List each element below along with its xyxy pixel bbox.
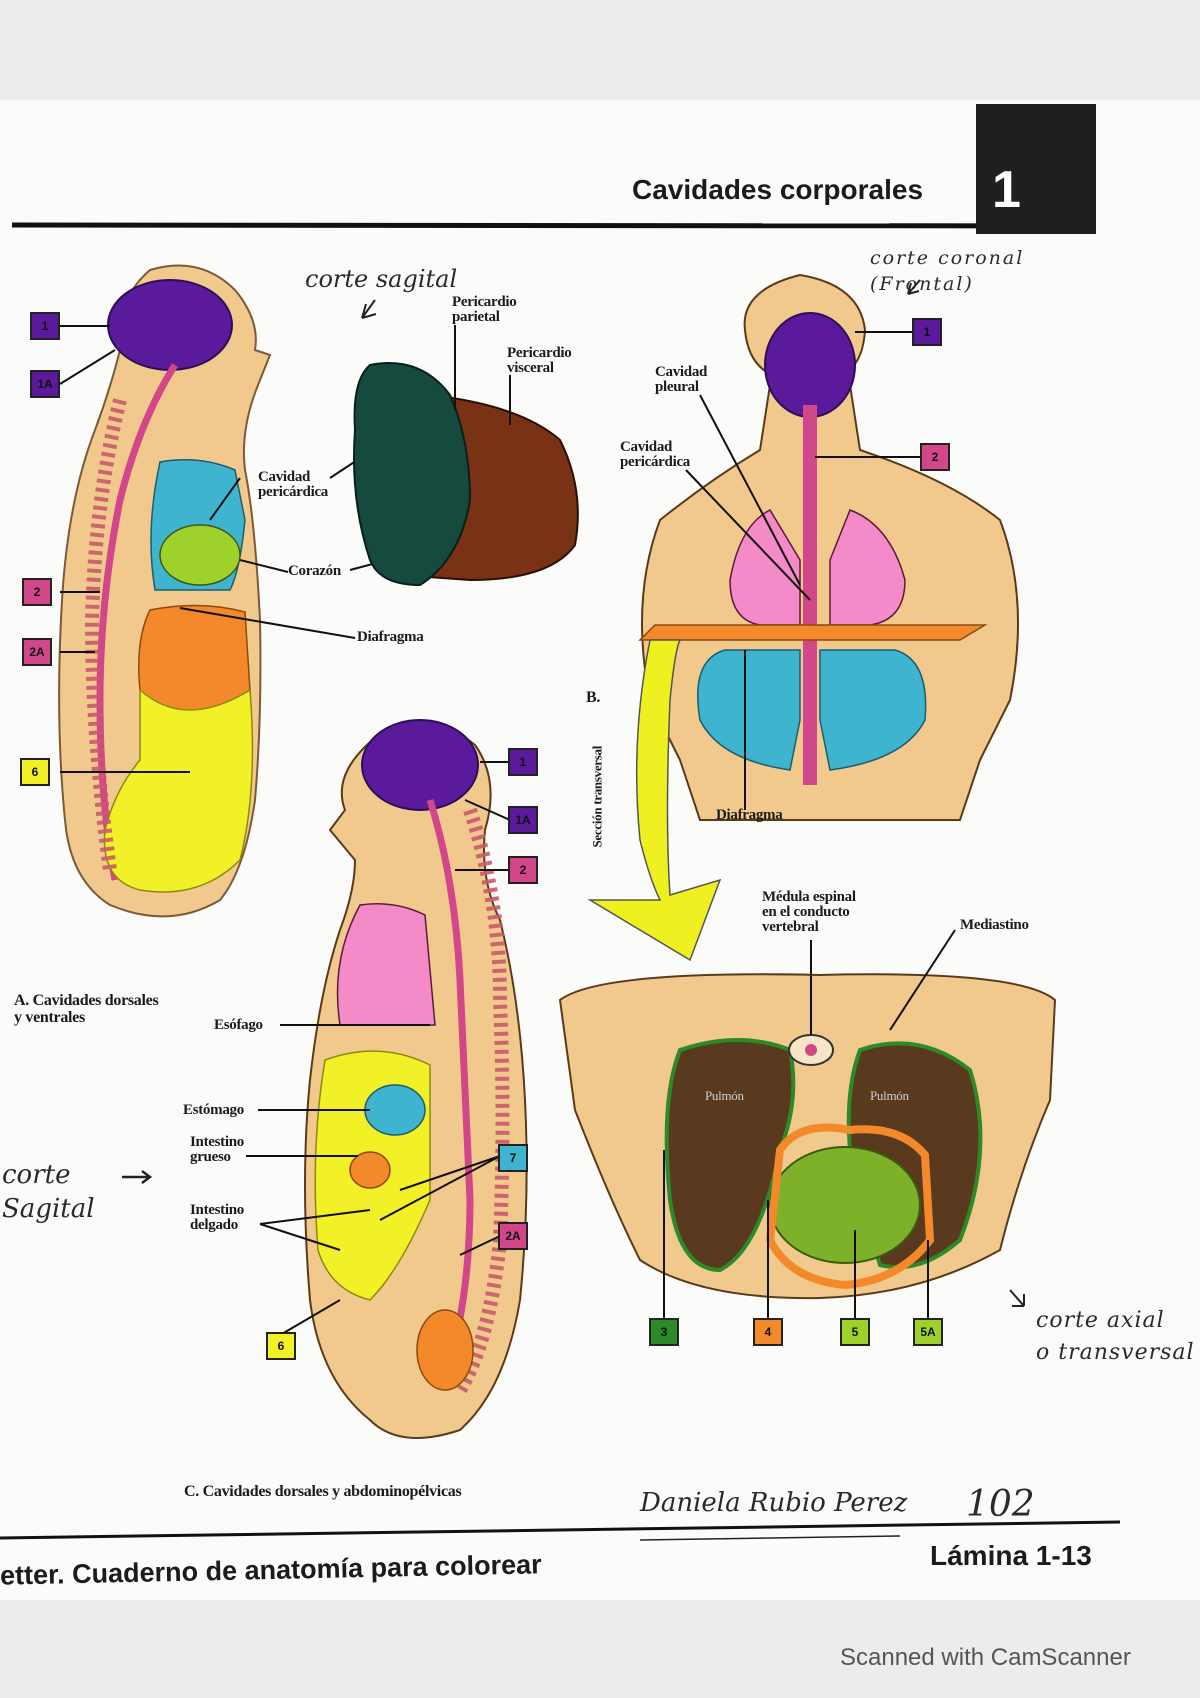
label-cavidad-pleural: Cavidad pleural <box>655 364 708 395</box>
annotation-corte-axial: corte axial o transversal <box>1036 1308 1195 1365</box>
label-box: 3 <box>649 1318 679 1346</box>
plate-label: Lámina 1-13 <box>930 1540 1092 1571</box>
label-estomago: Estómago <box>183 1102 244 1118</box>
label-box: 2 <box>920 443 950 471</box>
label-box: 1 <box>508 748 538 776</box>
annotation-corte-sagital-left: corte Sagital <box>2 1160 95 1224</box>
label-box: 2 <box>508 856 538 884</box>
student-number: 102 <box>966 1484 1035 1525</box>
label-diafragma-b: Diafragma <box>716 807 783 823</box>
arrow-icon <box>1009 1289 1025 1307</box>
label-box: 5 <box>840 1318 870 1346</box>
panel-a-cranial-cavity <box>107 279 233 371</box>
arrow-icon <box>361 299 377 319</box>
panel-c-thorax <box>336 903 436 1026</box>
label-diafragma-a: Diafragma <box>357 629 424 645</box>
label-medula-espinal: Médula espinal en el conducto vertebral <box>762 889 856 935</box>
transverse-arrow <box>587 639 722 962</box>
panel-c-stomach <box>364 1084 426 1136</box>
label-box: 2A <box>22 638 52 666</box>
page-title: Cavidades corporales <box>632 174 924 205</box>
panel-b-letter: B. <box>586 689 601 706</box>
label-pulmon-right: Pulmón <box>870 1088 909 1103</box>
label-pericardio-visceral: Pericardio visceral <box>507 345 572 376</box>
label-mediastino: Mediastino <box>960 917 1029 933</box>
label-pericardio-parietal: Pericardio parietal <box>452 294 517 325</box>
panel-a-figure <box>58 264 272 918</box>
label-intestino-grueso: Intestino grueso <box>190 1134 244 1165</box>
header-rule <box>11 222 1096 229</box>
label-box: 1A <box>508 806 538 834</box>
label-corazon: Corazón <box>288 563 341 579</box>
panel-c-caption: C. Cavidades dorsales y abdominopélvicas <box>184 1483 462 1500</box>
label-box: 4 <box>753 1318 783 1346</box>
label-box: 6 <box>20 758 50 786</box>
panel-b-figure <box>638 273 1019 821</box>
label-pulmon-left: Pulmón <box>705 1088 744 1103</box>
scanner-watermark: Scanned with CamScanner <box>840 1644 1131 1671</box>
panel-b-spinal-canal <box>803 405 817 785</box>
plate-number: 1 <box>992 161 1021 219</box>
panel-c-spinal-canal <box>426 798 474 1382</box>
panel-b-transverse-section <box>558 973 1057 1300</box>
label-esofago: Esófago <box>214 1017 263 1033</box>
footer-rule <box>0 1520 1121 1540</box>
arrow-icon <box>122 1170 153 1184</box>
label-box: 7 <box>498 1144 528 1172</box>
label-cavidad-pericardica-b: Cavidad pericárdica <box>620 439 691 470</box>
label-box: 5A <box>913 1318 943 1346</box>
panel-c-cranial-cavity <box>361 719 479 811</box>
transverse-heart <box>769 1146 921 1264</box>
panel-a-heart <box>159 524 241 586</box>
annotation-corte-coronal: corte coronal (Frontal) <box>870 247 1025 295</box>
pericardium-heart <box>353 325 579 587</box>
panel-c-figure <box>304 719 528 1439</box>
label-box: 1 <box>30 312 60 340</box>
panel-b-cranial-cavity <box>764 312 856 418</box>
label-box: 1A <box>30 370 60 398</box>
label-box: 6 <box>266 1332 296 1360</box>
pericardial-cavity-ring <box>765 1123 935 1290</box>
annotation-corte-sagital-top: corte sagital <box>305 265 458 293</box>
label-seccion-transversal: Sección transversal <box>589 745 605 848</box>
left-lung <box>664 1038 796 1273</box>
panel-b-transverse-plane <box>638 624 988 641</box>
arrow-icon <box>907 279 921 295</box>
label-box: 2A <box>498 1222 528 1250</box>
panel-a-caption: A. Cavidades dorsales y ventrales <box>14 992 159 1026</box>
label-box: 2 <box>22 578 52 606</box>
student-signature: Daniela Rubio Perez <box>640 1488 908 1518</box>
label-intestino-delgado: Intestino delgado <box>190 1202 244 1233</box>
plate-number-block <box>976 104 1096 234</box>
label-box: 1 <box>912 318 942 346</box>
label-cavidad-pericardica-a: Cavidad pericárdica <box>258 469 329 500</box>
